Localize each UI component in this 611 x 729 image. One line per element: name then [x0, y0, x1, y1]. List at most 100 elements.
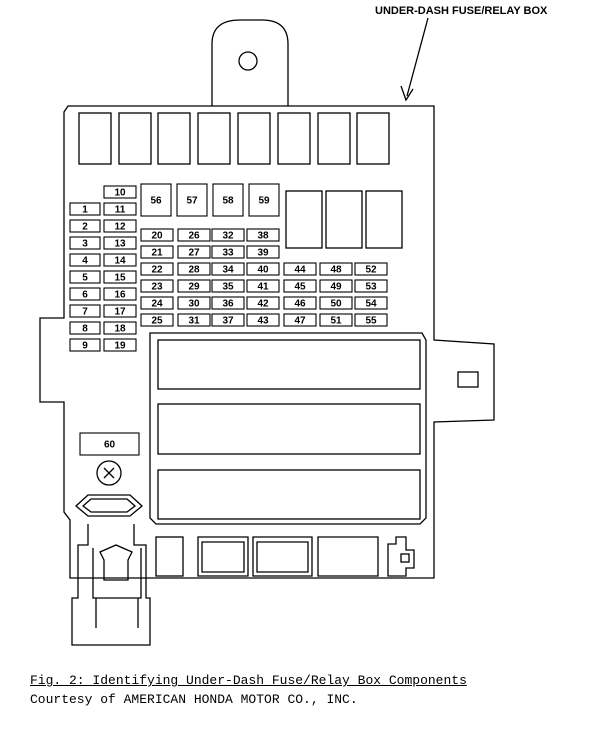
fuse-18: 18	[103, 321, 137, 335]
fuse-slot	[140, 228, 174, 242]
fuse-57: 57	[176, 183, 208, 217]
fuse-slot	[246, 296, 280, 310]
fuse-label: 54	[365, 299, 377, 310]
fuse-slot	[211, 313, 245, 327]
mounting-hole	[238, 51, 258, 71]
bottom-connector	[317, 536, 379, 577]
fuse-slot	[140, 313, 174, 327]
fuse-slot	[140, 279, 174, 293]
fuse-label: 5	[82, 273, 88, 284]
fuse-label: 36	[222, 299, 234, 310]
fuse-label: 40	[257, 265, 269, 276]
fuse-43: 43	[246, 313, 280, 327]
fuse-33: 33	[211, 245, 245, 259]
fuse-56: 56	[140, 183, 172, 217]
harness-connector-latch	[99, 544, 133, 581]
fuse-1: 1	[69, 202, 101, 216]
fuse-label: 26	[188, 231, 200, 242]
fuse-slot	[140, 262, 174, 276]
hex-connector-inner	[81, 498, 137, 513]
fuse-slot	[354, 313, 388, 327]
fuse-35: 35	[211, 279, 245, 293]
fuse-slot	[177, 228, 211, 242]
fuse-slot	[211, 296, 245, 310]
fuse-label: 42	[257, 299, 269, 310]
relay-slot	[277, 112, 311, 165]
fuse-23: 23	[140, 279, 174, 293]
fuse-label: 39	[257, 248, 269, 259]
relay-slot	[317, 112, 351, 165]
fuse-slot	[103, 185, 137, 199]
fuse-slot	[211, 228, 245, 242]
fuse-59: 59	[248, 183, 280, 217]
fuse-slot	[283, 279, 317, 293]
bolt-terminal-cross	[103, 467, 115, 479]
fuse-47: 47	[283, 313, 317, 327]
fuse-label: 27	[188, 248, 200, 259]
fuse-label: 50	[330, 299, 342, 310]
fuse-29: 29	[177, 279, 211, 293]
fuse-22: 22	[140, 262, 174, 276]
fuse-17: 17	[103, 304, 137, 318]
relay-slot	[285, 190, 323, 249]
fuse-slot	[319, 262, 353, 276]
fuse-label: 44	[294, 265, 306, 276]
fuse-48: 48	[319, 262, 353, 276]
fuse-label: 59	[258, 196, 270, 207]
fuse-slot	[319, 279, 353, 293]
mounting-tab	[211, 19, 289, 106]
fuse-slot	[69, 219, 101, 233]
fuse-2: 2	[69, 219, 101, 233]
fuse-5: 5	[69, 270, 101, 284]
fuse-label: 45	[294, 282, 306, 293]
fuse-slot	[103, 287, 137, 301]
fuse-36: 36	[211, 296, 245, 310]
fuse-32: 32	[211, 228, 245, 242]
fuse-slot	[69, 287, 101, 301]
fuse-label: 18	[114, 324, 126, 335]
fuse-label: 25	[151, 316, 163, 327]
fuse-label: 49	[330, 282, 342, 293]
fuse-label: 28	[188, 265, 200, 276]
fuse-41: 41	[246, 279, 280, 293]
fuse-21: 21	[140, 245, 174, 259]
fuse-label: 23	[151, 282, 163, 293]
fuse-box-outline	[39, 105, 495, 579]
fuse-slot	[354, 279, 388, 293]
relay-block	[157, 469, 421, 520]
fuse-slot	[177, 296, 211, 310]
fuse-label: 48	[330, 265, 342, 276]
fuse-49: 49	[319, 279, 353, 293]
fuse-16: 16	[103, 287, 137, 301]
fuse-slot	[177, 279, 211, 293]
callout-leader	[406, 17, 429, 97]
fuse-20: 20	[140, 228, 174, 242]
bottom-connector-pin	[400, 553, 410, 563]
fuse-28: 28	[177, 262, 211, 276]
fuse-10: 10	[103, 185, 137, 199]
fuse-label: 29	[188, 282, 200, 293]
harness-connector-inner	[92, 548, 142, 599]
fuse-label: 11	[115, 205, 126, 216]
fuse-slot	[140, 296, 174, 310]
fuse-slot	[69, 236, 101, 250]
fuse-label: 31	[188, 316, 200, 327]
fuse-label: 17	[114, 307, 126, 318]
fuse-slot	[176, 183, 208, 217]
fuse-slot	[69, 270, 101, 284]
fuse-label: 8	[82, 324, 88, 335]
fuse-60: 60	[79, 432, 140, 456]
fuse-label: 58	[222, 196, 234, 207]
fuse-24: 24	[140, 296, 174, 310]
fuse-slot	[246, 228, 280, 242]
fuse-label: 4	[82, 256, 88, 267]
relay-housing	[149, 332, 427, 525]
fuse-slot	[283, 262, 317, 276]
fuse-44: 44	[283, 262, 317, 276]
fuse-label: 12	[114, 222, 126, 233]
relay-slot	[237, 112, 271, 165]
fuse-slot	[103, 219, 137, 233]
fuse-slot	[354, 296, 388, 310]
fuse-label: 55	[365, 316, 377, 327]
